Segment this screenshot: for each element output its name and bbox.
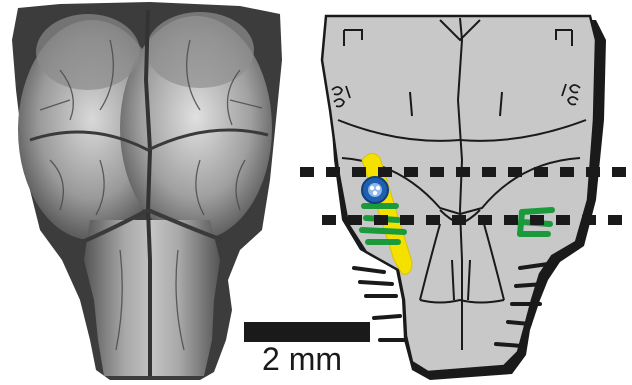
scale-bar-label: 2 mm [262,343,342,375]
scale-bar [244,322,370,342]
blue-electrode-marker [362,177,388,203]
